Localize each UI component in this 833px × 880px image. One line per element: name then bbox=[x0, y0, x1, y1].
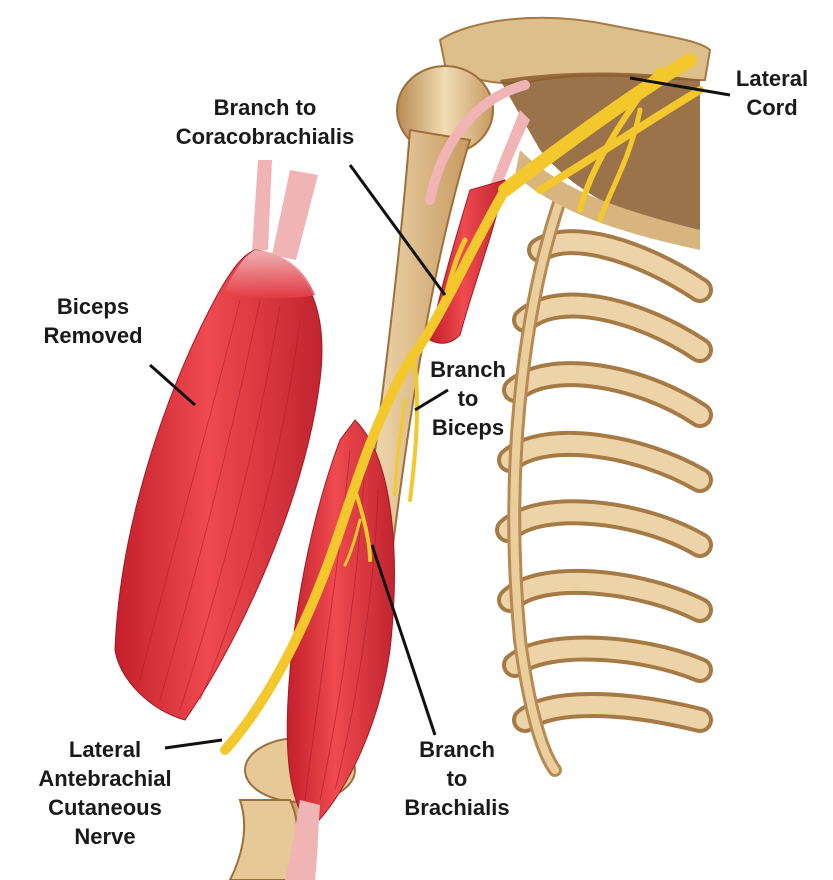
label-line: to bbox=[392, 764, 522, 793]
label-biceps-removed: Biceps Removed bbox=[28, 292, 158, 350]
label-line: Branch to bbox=[150, 93, 380, 122]
label-branch-coracobrachialis: Branch to Coracobrachialis bbox=[150, 93, 380, 151]
brachialis-muscle bbox=[285, 420, 394, 880]
label-line: Branch bbox=[418, 355, 518, 384]
label-line: Nerve bbox=[20, 822, 190, 851]
label-line: to bbox=[418, 384, 518, 413]
label-line: Cutaneous bbox=[20, 793, 190, 822]
label-lateral-antebrachial: Lateral Antebrachial Cutaneous Nerve bbox=[20, 735, 190, 851]
label-line: Branch bbox=[392, 735, 522, 764]
label-lateral-cord: Lateral Cord bbox=[732, 64, 812, 122]
label-branch-biceps: Branch to Biceps bbox=[418, 355, 518, 442]
label-line: Cord bbox=[732, 93, 812, 122]
label-line: Removed bbox=[28, 321, 158, 350]
label-line: Biceps bbox=[418, 413, 518, 442]
label-branch-brachialis: Branch to Brachialis bbox=[392, 735, 522, 822]
ribcage bbox=[508, 200, 700, 770]
label-line: Brachialis bbox=[392, 793, 522, 822]
label-line: Coracobrachialis bbox=[150, 122, 380, 151]
biceps-removed-muscle bbox=[115, 160, 322, 720]
label-line: Lateral bbox=[732, 64, 812, 93]
label-line: Lateral bbox=[20, 735, 190, 764]
label-line: Antebrachial bbox=[20, 764, 190, 793]
label-line: Biceps bbox=[28, 292, 158, 321]
